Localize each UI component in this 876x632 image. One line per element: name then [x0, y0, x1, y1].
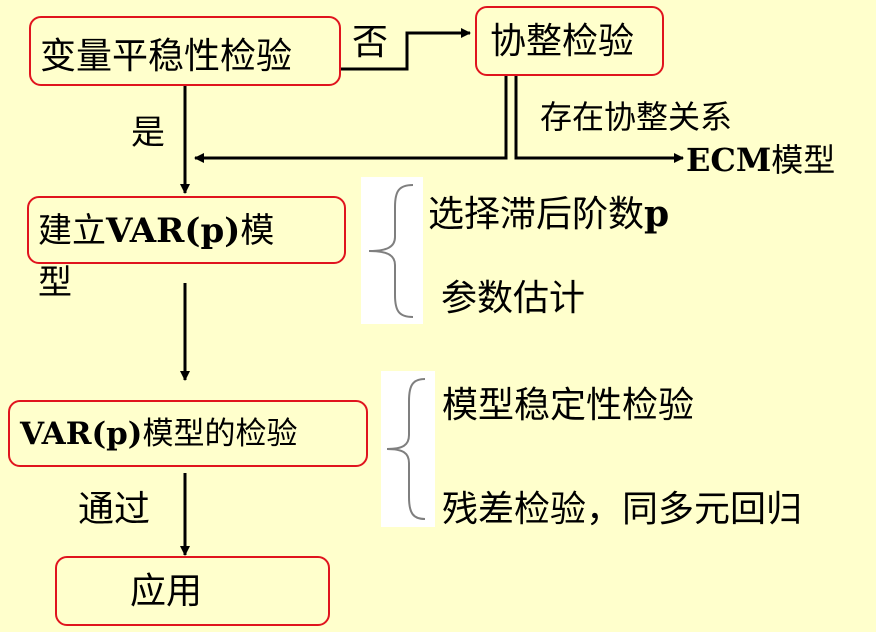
node-cointegration-label: 协整检验	[490, 21, 635, 62]
build-var-prefix: 建立	[38, 211, 106, 251]
node-var-test-label: VAR(p)模型的检验	[20, 419, 297, 450]
node-build-var	[27, 196, 346, 264]
node-stationarity-test: 变量平稳性检验	[29, 16, 341, 86]
edge-ecm-arrow	[514, 75, 684, 163]
node-var-test: VAR(p)模型的检验	[8, 400, 368, 467]
edge-feedback-arrow	[194, 75, 508, 163]
var-test-bold: VAR(p)	[20, 416, 143, 452]
ecm-suffix: 模型	[771, 141, 836, 179]
var-step-estimation: 参数估计	[441, 278, 586, 319]
lag-order-p: p	[644, 193, 670, 235]
left-brace-icon	[368, 184, 414, 318]
edge-label-no: 否	[352, 22, 389, 63]
test-step-stability: 模型稳定性检验	[442, 385, 695, 426]
node-stationarity-label: 变量平稳性检验	[40, 36, 293, 77]
edge-label-pass: 通过	[78, 489, 151, 530]
build-var-suffix: 模型	[38, 211, 275, 303]
var-test-suffix: 模型的检验	[142, 416, 298, 452]
node-application-label: 应用	[130, 571, 203, 612]
lag-order-text: 选择滞后阶数	[428, 194, 645, 235]
test-step-residual: 残差检验，同多元回归	[442, 489, 803, 530]
edge-label-yes: 是	[131, 113, 165, 153]
edge-label-ecm: ECM模型	[686, 144, 835, 176]
node-cointegration-test: 协整检验	[475, 6, 664, 76]
var-step-lag-order: 选择滞后阶数p	[428, 196, 669, 233]
edge-no-arrow	[341, 28, 471, 71]
node-application: 应用	[55, 556, 330, 626]
node-build-var-label: 建立VAR(p)模型	[38, 205, 306, 309]
edge-label-cointegrated: 存在协整关系	[540, 98, 733, 136]
build-var-bold: VAR(p)	[106, 211, 241, 251]
left-brace-icon	[386, 378, 426, 520]
ecm-bold: ECM	[686, 141, 772, 179]
